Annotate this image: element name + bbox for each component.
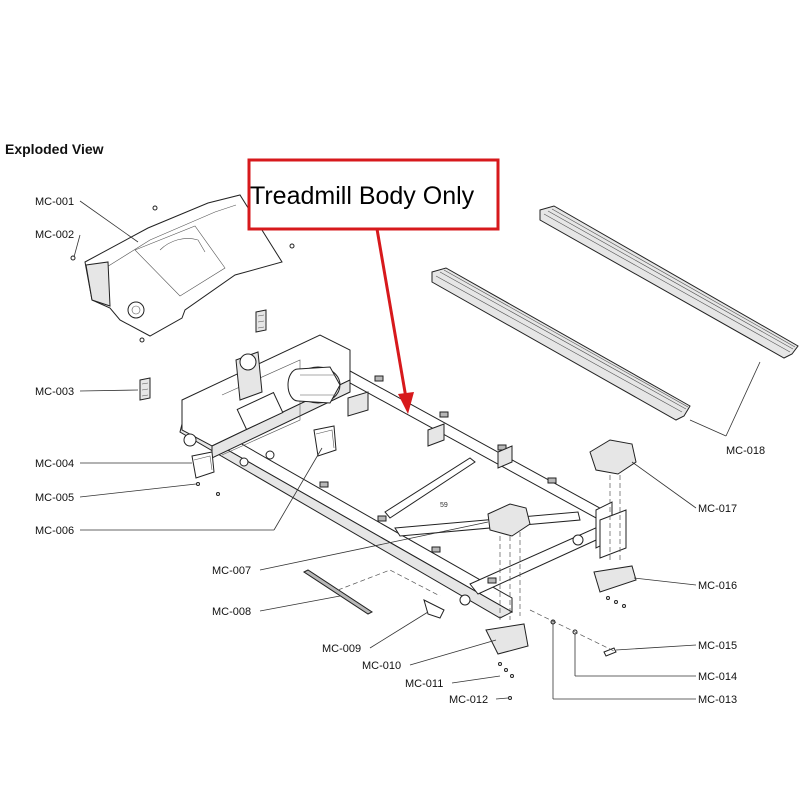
label-mc-010: MC-010: [362, 660, 401, 672]
running-board-right: [539, 205, 799, 359]
label-mc-003: MC-003: [35, 386, 74, 398]
label-mc-009: MC-009: [322, 643, 361, 655]
callout-text: Treadmill Body Only: [250, 182, 475, 210]
callout-arrow-head: [398, 392, 414, 414]
label-mc-005: MC-005: [35, 492, 74, 504]
mc-017-end-cap: [589, 439, 637, 560]
mc-006-bracket: [313, 425, 337, 457]
mc-010-rear-foot: [485, 623, 529, 700]
label-mc-018: MC-018: [726, 445, 765, 457]
treadmill-frame: [179, 334, 627, 619]
callout-arrow-line: [375, 228, 408, 399]
label-mc-008: MC-008: [212, 606, 251, 618]
mc-009-cover: [423, 599, 445, 619]
mc-003-block-upper: [255, 309, 267, 333]
leader-lines: [73, 200, 761, 700]
label-mc-012: MC-012: [449, 694, 488, 706]
running-board-left: [431, 267, 691, 421]
mc-013-015-hardware: [529, 609, 617, 657]
label-mc-014: MC-014: [698, 671, 737, 683]
label-mc-011: MC-011: [405, 678, 443, 690]
mc-007-end-cap: [487, 503, 531, 620]
label-mc-017: MC-017: [698, 503, 737, 515]
motor-cover: [70, 194, 295, 343]
callout-box: [247, 158, 500, 231]
label-mc-016: MC-016: [698, 580, 737, 592]
mc-016-rear-foot: [593, 565, 637, 608]
frame-number: 59: [440, 502, 448, 509]
label-mc-004: MC-004: [35, 458, 74, 470]
mc-008-decal: [302, 569, 441, 615]
label-mc-013: MC-013: [698, 694, 737, 706]
label-mc-007: MC-007: [212, 565, 251, 577]
page-title: Exploded View: [5, 141, 104, 157]
mc-004-bracket: [191, 451, 220, 496]
label-mc-006: MC-006: [35, 525, 74, 537]
label-mc-001: MC-001: [35, 196, 74, 208]
mc-003-block: [139, 377, 151, 401]
label-mc-015: MC-015: [698, 640, 737, 652]
part-labels: MC-001 MC-002 MC-003 MC-004 MC-005 MC-00…: [35, 196, 765, 706]
label-mc-002: MC-002: [35, 229, 74, 241]
callout: Treadmill Body Only: [247, 158, 500, 414]
